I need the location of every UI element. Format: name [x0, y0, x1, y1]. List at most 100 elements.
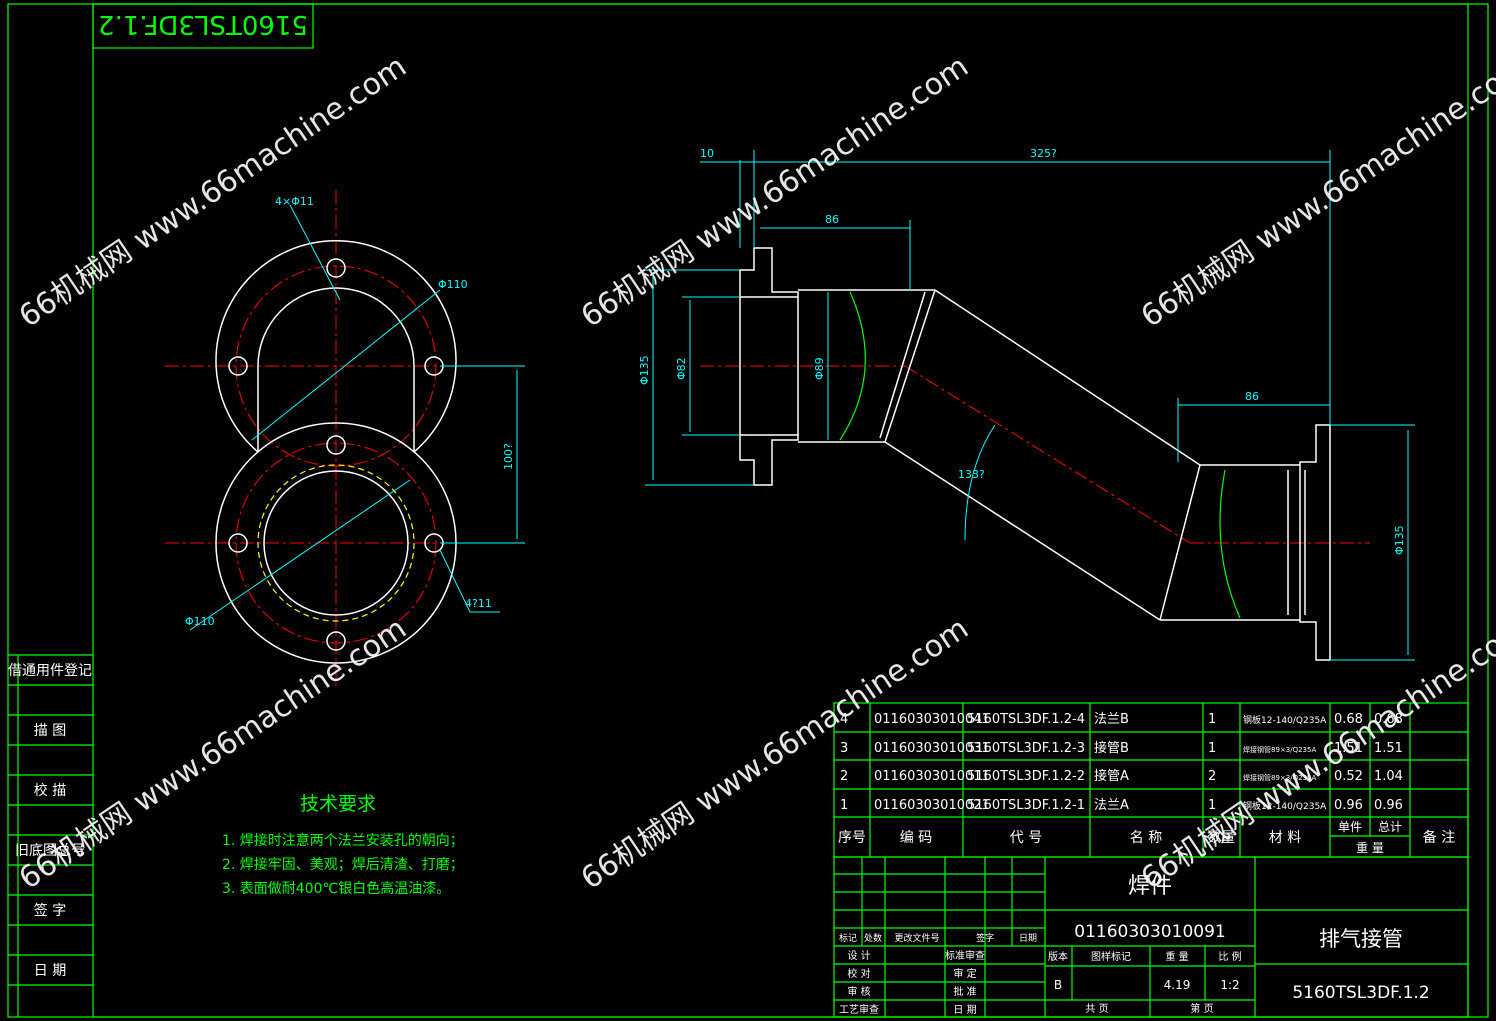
bom-cell: 钢板12-140/Q235A — [1243, 714, 1327, 726]
holes-label: 4×Φ11 — [275, 195, 314, 208]
bom-cell: 5160TSL3DF.1.2-1 — [967, 798, 1085, 813]
watermark-text: 66机械网 www.66machine.com — [13, 49, 413, 335]
right-segment-label: 86 — [1245, 390, 1259, 403]
bom-cell: 0.96 — [1374, 798, 1403, 813]
bom-cell: 钢板12-140/Q235A — [1243, 800, 1327, 812]
sign-label: 批 准 — [953, 985, 976, 998]
pipe-outline — [739, 247, 1331, 661]
bom-cell: 1 — [1208, 741, 1216, 756]
bend-angle-label: 133? — [958, 468, 985, 481]
rev-header: 标记 — [839, 932, 857, 944]
drawing-frame — [7, 3, 1489, 1018]
props-header: 重 量 — [1165, 950, 1188, 963]
sign-label: 校 对 — [847, 967, 870, 980]
bom-cell: 4 — [840, 712, 848, 727]
rev-header: 日期 — [1019, 933, 1037, 944]
sign-label: 工艺审查 — [839, 1003, 879, 1016]
bom-cell: 接管A — [1094, 768, 1129, 784]
header-cell: 总计 — [1378, 820, 1402, 834]
scale-value: 1:2 — [1220, 978, 1239, 992]
props-header: 版本 — [1048, 950, 1068, 963]
bom-cell: 0.96 — [1334, 798, 1363, 813]
bom-cell: 1 — [1208, 712, 1216, 727]
side-centerlines — [700, 365, 1370, 544]
stamp-label: 借通用件登记 — [8, 663, 92, 679]
table-row: 1 01160303010021 5160TSL3DF.1.2-1 法兰A 1 … — [840, 798, 1403, 813]
bom-cell: 01160303010041 — [874, 712, 990, 727]
version-value: B — [1054, 978, 1062, 992]
bom-cell: 01160303010011 — [874, 769, 990, 784]
bom-cell: 5160TSL3DF.1.2-2 — [967, 769, 1085, 784]
pipe-dia-label: Φ89 — [813, 357, 826, 380]
sheet-label: 第 页 — [1190, 1002, 1213, 1015]
bom-cell: 2 — [840, 769, 848, 784]
bom-cell: 5160TSL3DF.1.2-4 — [967, 712, 1085, 727]
rev-header: 签字 — [976, 932, 994, 944]
bom-cell: 1.51 — [1334, 741, 1363, 756]
header-cell: 备 注 — [1423, 829, 1455, 846]
side-view: 10 325? 86 86 133? Φ135 Φ82 Φ89 Φ135 — [638, 147, 1415, 661]
mirrored-code-box: 5160TSL3DF.1.2 — [98, 9, 308, 39]
welded-label: 焊件 — [1128, 874, 1172, 899]
drawing-code: 5160TSL3DF.1.2 — [1292, 983, 1429, 1003]
rev-header: 处数 — [864, 932, 882, 944]
header-cell: 代 号 — [1010, 830, 1042, 846]
side-dimensions — [645, 150, 1415, 661]
weld-curves — [839, 291, 1241, 619]
header-cell: 名 称 — [1130, 830, 1162, 846]
front-view: 4×Φ11 Φ110 Φ110 4?11 100? — [165, 190, 525, 690]
bom-cell: 接管B — [1094, 740, 1129, 756]
sign-label: 设 计 — [847, 949, 870, 962]
stamp-label: 日 期 — [34, 963, 66, 979]
part-name: 排气接管 — [1319, 927, 1403, 951]
bom-cell: 5160TSL3DF.1.2-3 — [967, 741, 1085, 756]
bore-dia-label: Φ82 — [675, 357, 688, 380]
bom-header: 序号 编 码 代 号 名 称 数量 材 料 单件 总计 重 量 备 注 — [838, 820, 1455, 855]
bom-cell: 0.52 — [1334, 769, 1363, 784]
left-segment-label: 86 — [825, 213, 839, 226]
weight-value: 4.19 — [1164, 978, 1191, 992]
bom-cell: 法兰A — [1094, 798, 1129, 813]
stamp-label: 旧底图总号 — [15, 843, 85, 859]
bom-cell: 0.68 — [1374, 712, 1403, 727]
hidden-bore — [257, 464, 415, 622]
bom-cell: 焊接钢管89×3/Q235A — [1243, 745, 1316, 754]
sign-label: 标准审查 — [945, 949, 985, 962]
table-row: 3 01160303010031 5160TSL3DF.1.2-3 接管B 1 … — [840, 740, 1403, 756]
header-cell: 单件 — [1338, 820, 1362, 834]
stamp-label: 描 图 — [34, 723, 66, 739]
tech-item: 2. 焊接牢固、美观；焊后清渣、打磨； — [222, 856, 464, 873]
stamp-label: 校 描 — [34, 782, 66, 799]
flange-dia-left-label: Φ135 — [638, 355, 651, 385]
top-gap-label: 10 — [700, 147, 714, 160]
header-cell: 材 料 — [1269, 830, 1301, 846]
watermark-text: 66机械网 www.66machine.com — [13, 611, 413, 897]
overall-length-label: 325? — [1030, 147, 1057, 160]
left-stamp-column — [8, 655, 93, 1017]
watermark-text: 66机械网 www.66machine.com — [1135, 49, 1496, 335]
bom-rows: 4 01160303010041 5160TSL3DF.1.2-4 法兰B 1 … — [838, 712, 1455, 855]
bom-cell: 2 — [1208, 769, 1216, 784]
title-block — [833, 856, 1469, 1018]
header-cell: 编 码 — [900, 830, 932, 846]
tech-item: 3. 表面做耐400℃银白色高温油漆。 — [222, 880, 450, 897]
bom-cell: 3 — [840, 741, 848, 756]
props-header: 比 例 — [1218, 950, 1241, 963]
bom-cell: 01160303010031 — [874, 741, 990, 756]
stamp-label: 签 字 — [34, 902, 66, 919]
tech-item: 1. 焊接时注意两个法兰安装孔的朝向； — [222, 832, 464, 849]
table-row: 4 01160303010041 5160TSL3DF.1.2-4 法兰B 1 … — [840, 712, 1403, 727]
bom-cell: 1.51 — [1374, 741, 1403, 756]
header-cell: 序号 — [838, 830, 866, 846]
bom-cell: 法兰B — [1094, 712, 1129, 727]
props-header: 图样标记 — [1091, 950, 1131, 963]
tech-requirements: 技术要求 1. 焊接时注意两个法兰安装孔的朝向； 2. 焊接牢固、美观；焊后清渣… — [222, 793, 464, 897]
bom-cell: 0.68 — [1334, 712, 1363, 727]
title-block-text: 焊件 01160303010091 排气接管 5160TSL3DF.1.2 标记… — [839, 874, 1430, 1016]
mirrored-drawing-code: 5160TSL3DF.1.2 — [98, 9, 308, 39]
table-row: 2 01160303010011 5160TSL3DF.1.2-2 接管A 2 … — [840, 768, 1403, 784]
sign-label: 审 定 — [953, 967, 976, 980]
header-cell: 数量 — [1207, 830, 1235, 846]
bom-cell: 1.04 — [1374, 769, 1403, 784]
